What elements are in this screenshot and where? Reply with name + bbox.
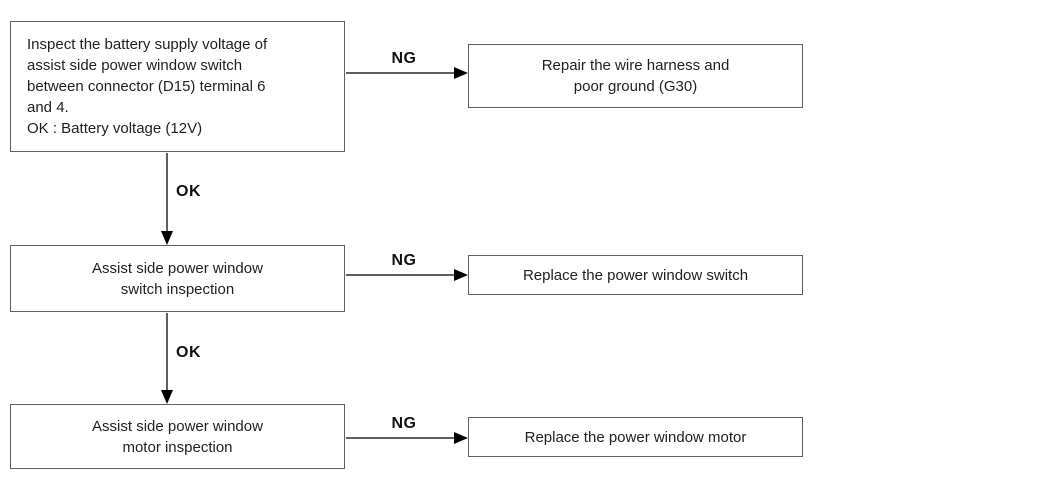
flow-box-switch-inspection: Assist side power window switch inspecti… <box>10 245 345 312</box>
ng-label-1: NG <box>391 50 417 67</box>
motor-inspection-text: Assist side power window motor inspectio… <box>92 417 263 456</box>
connector-ng3-line <box>346 437 455 439</box>
arrowhead-down-icon <box>161 231 173 245</box>
flow-box-replace-switch: Replace the power window switch <box>468 255 803 295</box>
ok-label-2: OK <box>176 344 201 361</box>
connector-ng1-line <box>346 72 455 74</box>
flow-box-motor-inspection: Assist side power window motor inspectio… <box>10 404 345 469</box>
replace-switch-text: Replace the power window switch <box>522 266 749 284</box>
replace-motor-text: Replace the power window motor <box>524 428 747 446</box>
connector-ok1-line <box>166 153 168 232</box>
connector-ok2-line <box>166 313 168 391</box>
flow-box-inspect-voltage: Inspect the battery supply voltage of as… <box>10 21 345 152</box>
arrowhead-right-icon <box>454 432 468 444</box>
flow-box-replace-motor: Replace the power window motor <box>468 417 803 457</box>
flow-box-repair-harness: Repair the wire harness and poor ground … <box>468 44 803 108</box>
repair-harness-text: Repair the wire harness and poor ground … <box>541 57 730 95</box>
connector-ng2-line <box>346 274 455 276</box>
ok-label-1: OK <box>176 183 201 200</box>
arrowhead-right-icon <box>454 67 468 79</box>
switch-inspection-text: Assist side power window switch inspecti… <box>92 259 263 298</box>
arrowhead-right-icon <box>454 269 468 281</box>
ng-label-2: NG <box>391 252 417 269</box>
ng-label-3: NG <box>391 415 417 432</box>
arrowhead-down-icon <box>161 390 173 404</box>
inspect-voltage-text: Inspect the battery supply voltage of as… <box>27 36 268 137</box>
